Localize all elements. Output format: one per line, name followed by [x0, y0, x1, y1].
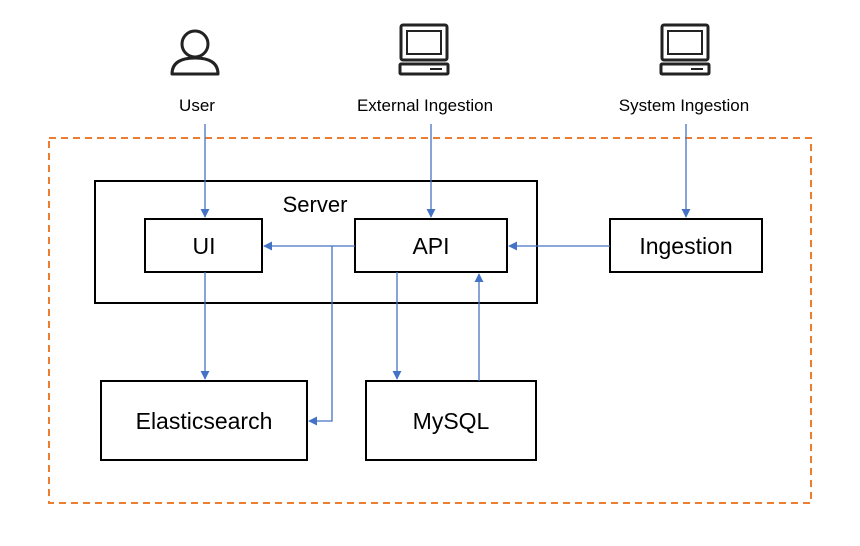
system-ingestion-label: System Ingestion [619, 96, 749, 115]
ui-box [144, 218, 263, 273]
mysql-box [365, 380, 537, 461]
mysql-label: MySQL [413, 408, 490, 434]
connector-api-to-elasticsearch [308, 246, 333, 426]
elasticsearch-label: Elasticsearch [136, 408, 273, 434]
elasticsearch-box [100, 380, 308, 461]
ingestion-box [609, 218, 763, 273]
external-ingestion-label: External Ingestion [357, 96, 493, 115]
server-title: Server [283, 192, 348, 217]
user-label: User [179, 96, 215, 115]
user-icon [170, 29, 220, 76]
ingestion-label: Ingestion [639, 233, 732, 259]
api-box [354, 218, 508, 273]
api-label: API [412, 233, 449, 259]
ui-label: UI [193, 233, 216, 259]
computer-icon [398, 23, 450, 76]
computer-icon [659, 23, 711, 76]
